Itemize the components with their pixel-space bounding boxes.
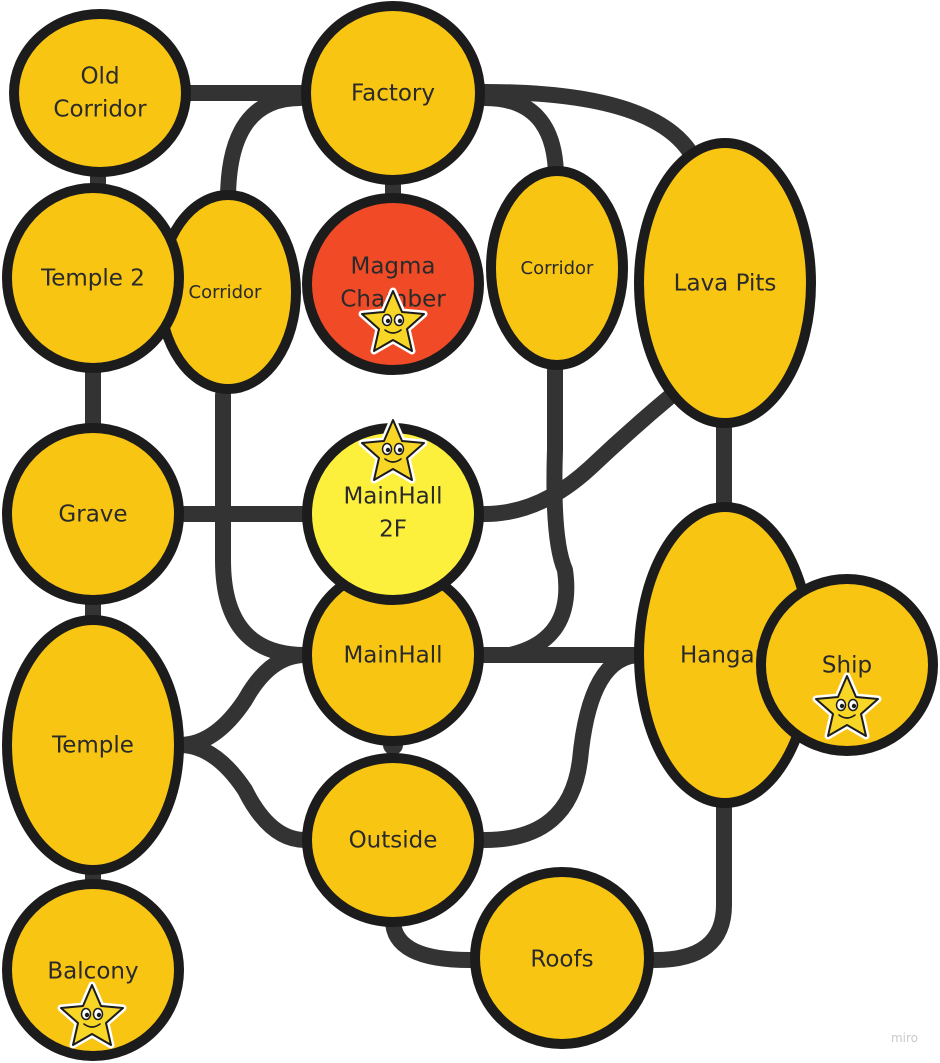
node-old-corridor-label-2: Corridor: [53, 97, 147, 123]
node-old-corridor-label-1: Old: [80, 64, 119, 90]
edge-hangar-roofs: [647, 797, 732, 968]
node-outside-label: Outside: [349, 828, 438, 854]
node-mainhall-2f-label-1: MainHall: [343, 484, 442, 510]
node-lava-pits-label: Lava Pits: [674, 271, 777, 297]
node-factory[interactable]: Factory: [301, 1, 485, 185]
node-temple-2-label: Temple 2: [40, 266, 145, 292]
node-temple-2[interactable]: Temple 2: [2, 183, 184, 373]
node-magma-chamber[interactable]: Magma Chamber: [302, 193, 484, 375]
node-mainhall-2f[interactable]: MainHall 2F: [302, 420, 484, 605]
edge-factory-corridor-right: [477, 90, 564, 186]
edge-mainhall2f-lavapits: [477, 387, 680, 522]
node-corridor-left-label: Corridor: [189, 282, 263, 303]
node-ship[interactable]: Ship: [756, 574, 938, 756]
node-roofs[interactable]: Roofs: [470, 867, 654, 1049]
node-balcony[interactable]: Balcony: [2, 879, 184, 1061]
node-roofs-label: Roofs: [530, 947, 593, 973]
edge-temple-outside: [172, 737, 313, 848]
edge-corridor-right-mainhall: [477, 362, 575, 663]
node-factory-label: Factory: [351, 81, 435, 107]
node-mainhall[interactable]: MainHall: [302, 564, 484, 746]
node-old-corridor[interactable]: Old Corridor: [9, 9, 191, 177]
edge-factory-corridor-left: [220, 90, 308, 208]
node-lava-pits[interactable]: Lava Pits: [634, 138, 816, 428]
node-mainhall-2f-label-2: 2F: [379, 517, 407, 543]
node-grave[interactable]: Grave: [2, 423, 184, 605]
edge-outside-hangar: [477, 647, 648, 848]
node-mainhall-label: MainHall: [343, 643, 442, 669]
node-corridor-right[interactable]: Corridor: [486, 166, 628, 370]
node-temple-label: Temple: [51, 733, 134, 759]
node-hangar-label: Hangar: [680, 643, 765, 669]
edge-outside-roofs: [385, 912, 478, 968]
node-outside[interactable]: Outside: [302, 753, 484, 927]
node-magma-chamber-label-1: Magma: [350, 254, 435, 280]
node-corridor-right-label: Corridor: [521, 258, 595, 279]
node-grave-label: Grave: [58, 502, 127, 528]
node-temple[interactable]: Temple: [2, 615, 184, 875]
edge-factory-lavapits: [477, 84, 698, 160]
miro-watermark: miro: [890, 1031, 918, 1045]
edge-temple-mainhall: [172, 647, 313, 753]
node-balcony-label: Balcony: [47, 959, 138, 985]
node-hangar[interactable]: Hangar: [634, 502, 816, 808]
edge-corridor-left-mainhall: [215, 387, 313, 663]
